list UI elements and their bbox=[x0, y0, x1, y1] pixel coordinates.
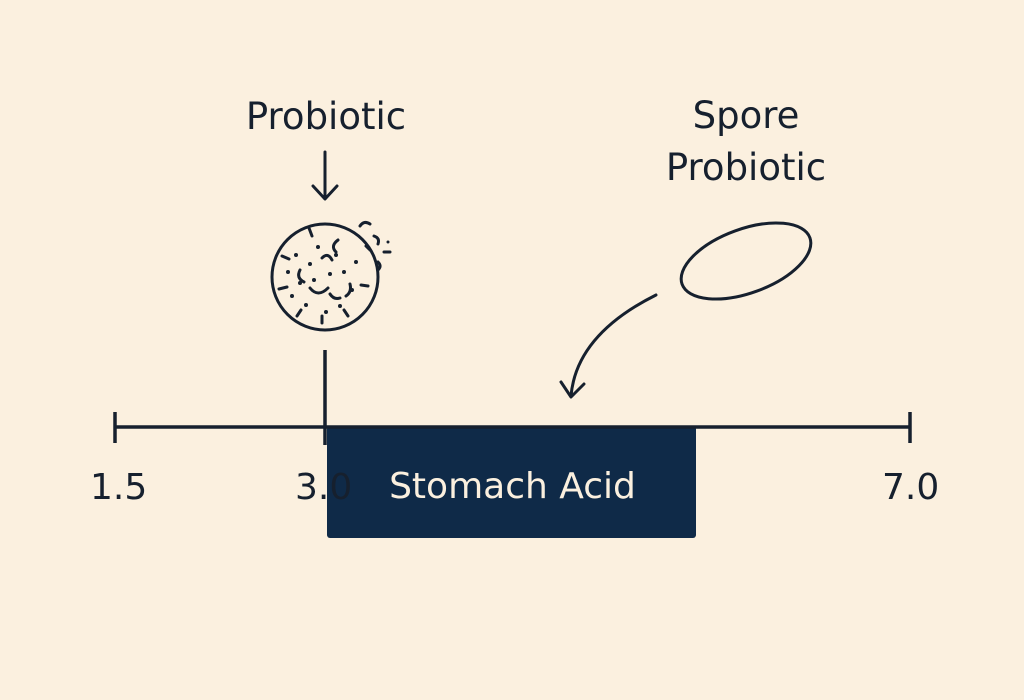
ph-tick-label-middle: 3.0 bbox=[295, 467, 353, 508]
spore-capsule-icon bbox=[679, 221, 813, 301]
spore-probiotic-label-line1: Spore bbox=[692, 94, 800, 137]
probiotic-label: Probiotic bbox=[245, 95, 407, 138]
ph-tick-label-right: 7.0 bbox=[882, 467, 940, 508]
spore-probiotic-label-line2: Probiotic bbox=[665, 146, 827, 189]
stomach-acid-label: Stomach Acid bbox=[389, 466, 636, 507]
spore-curved-arrow-icon bbox=[559, 293, 658, 399]
probiotic-cell-icon bbox=[270, 220, 392, 332]
probiotic-arrow-icon bbox=[311, 150, 339, 201]
spore-probiotic-label: Spore Probiotic bbox=[636, 90, 856, 194]
stomach-acid-band bbox=[327, 426, 696, 538]
ph-tick-label-left: 1.5 bbox=[90, 467, 148, 508]
